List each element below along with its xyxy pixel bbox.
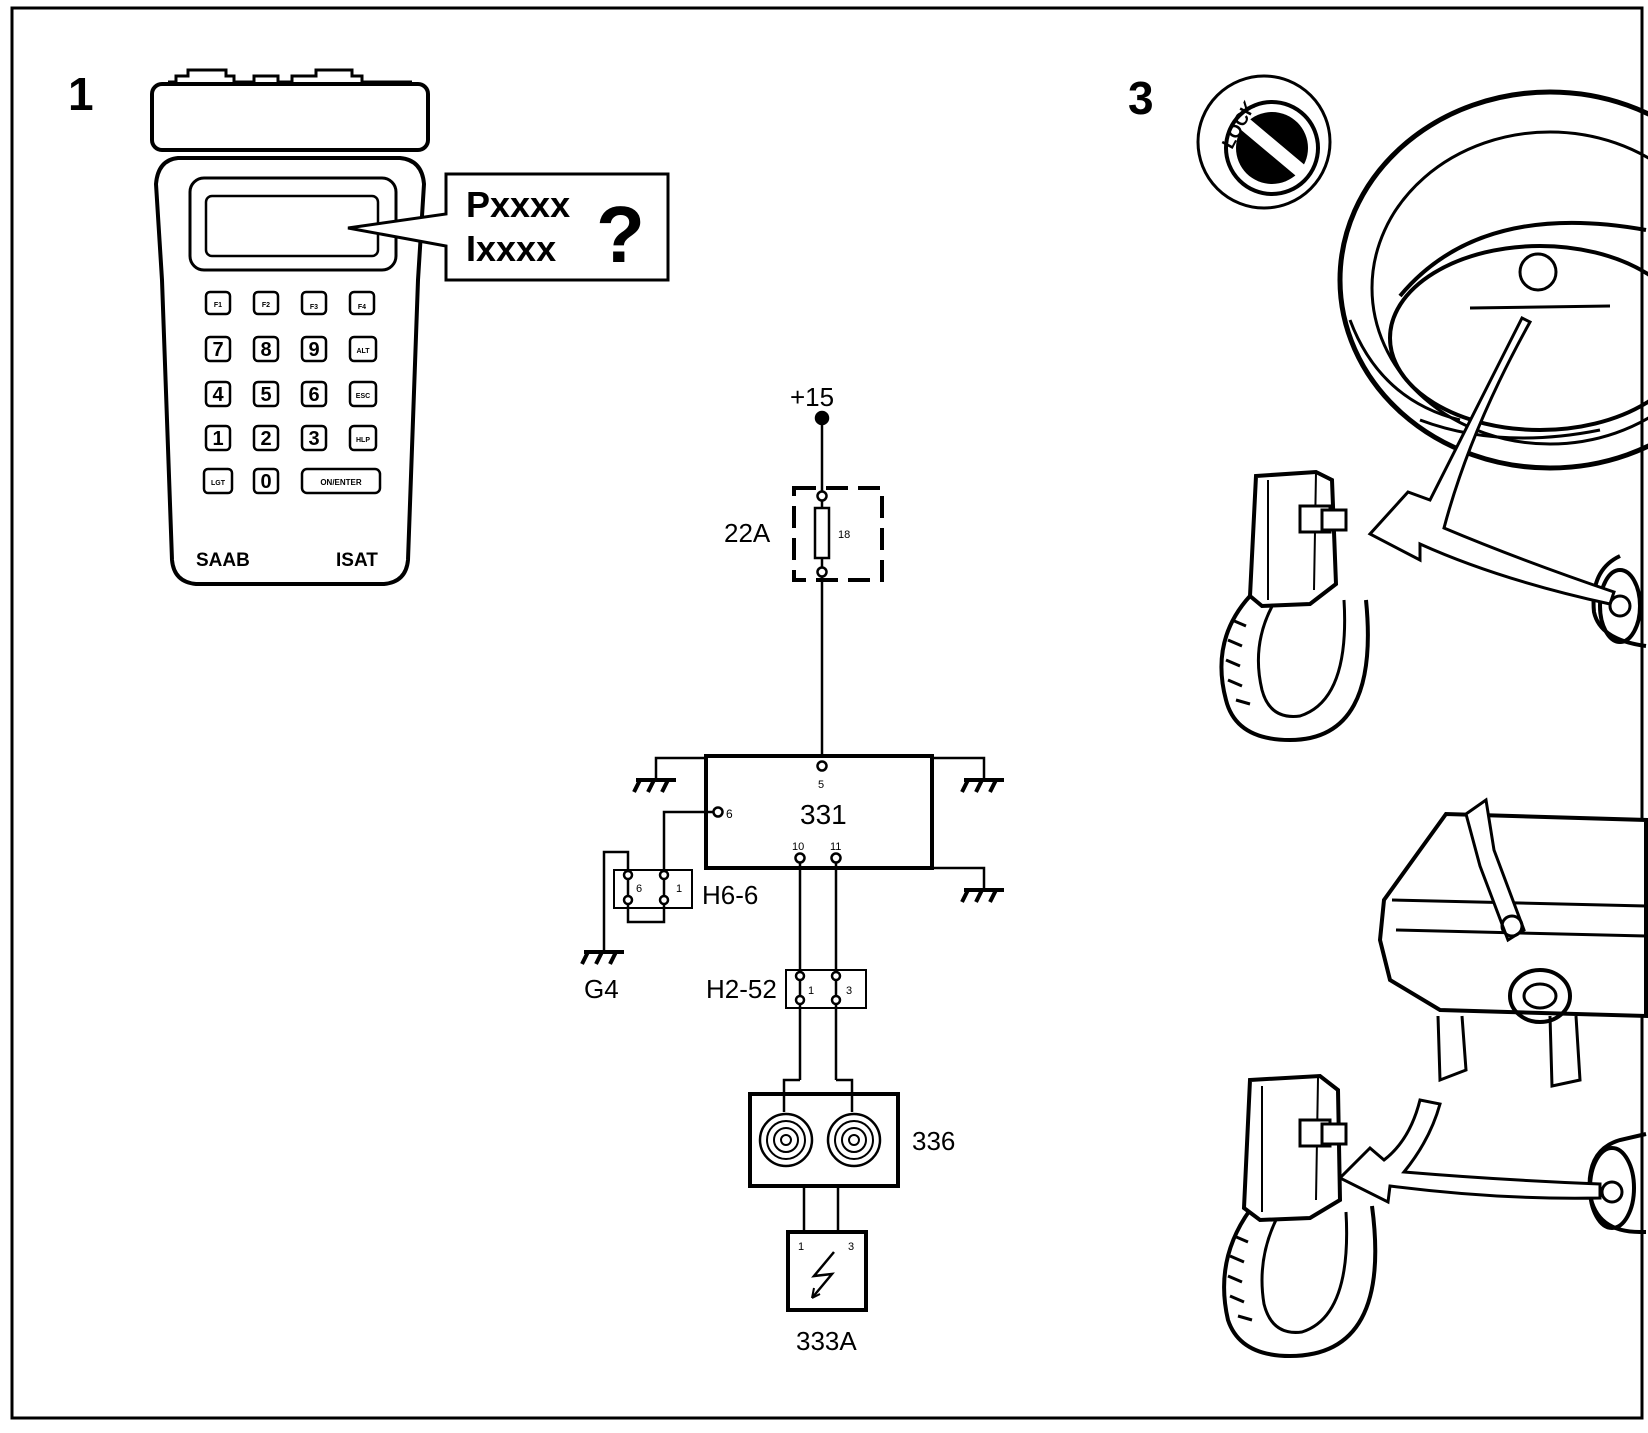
module-label: 331 — [800, 799, 847, 830]
key-f3-label: F3 — [310, 304, 318, 311]
key-f2 — [252, 290, 280, 316]
key-2-label: 2 — [260, 428, 271, 450]
display-code-p: Pxxxx — [466, 184, 570, 225]
key-alt-label: ALT — [356, 348, 370, 355]
key-4 — [204, 380, 232, 408]
key-7-label: 7 — [212, 339, 223, 361]
key-6 — [300, 380, 328, 408]
ground-label: G4 — [584, 974, 619, 1004]
key-esc-label: ESC — [356, 393, 370, 400]
key-8-label: 8 — [260, 339, 271, 361]
module-pin-10: 10 — [792, 841, 804, 853]
key-3-label: 3 — [308, 428, 319, 450]
key-7 — [204, 335, 232, 363]
airbag-pin-b: 3 — [848, 1241, 854, 1253]
key-f4 — [348, 290, 376, 316]
key-on-enter — [300, 467, 382, 495]
airbag-module-illustration — [1222, 797, 1648, 1359]
connector-h6-pin-a: 6 — [636, 883, 642, 895]
brand-saab: SAAB — [196, 550, 250, 571]
key-9 — [300, 335, 328, 363]
key-f3 — [300, 290, 328, 316]
connector-pins — [168, 68, 412, 84]
key-4-label: 4 — [212, 384, 224, 406]
ground-symbols — [580, 778, 1004, 965]
fuse-number: 18 — [838, 529, 850, 541]
steering-wheel-illustration — [1219, 89, 1648, 743]
module-pin-5: 5 — [818, 779, 824, 791]
connector-h2-pin-b: 3 — [846, 985, 852, 997]
supply-label: +15 — [790, 382, 834, 412]
module-pin-11: 11 — [830, 841, 841, 853]
key-lgt-label: LGT — [211, 480, 226, 487]
key-9-label: 9 — [308, 339, 319, 361]
tool-connector-head — [150, 82, 430, 152]
key-on-enter-label: ON/ENTER — [320, 478, 362, 487]
airbag-label: 333A — [796, 1326, 857, 1356]
key-5-label: 5 — [260, 384, 271, 406]
clockspring-336 — [748, 1092, 900, 1188]
key-0 — [252, 467, 280, 495]
key-f2-label: F2 — [262, 302, 270, 309]
key-3 — [300, 424, 328, 452]
key-5 — [252, 380, 280, 408]
key-f1 — [204, 290, 232, 316]
page-frame — [10, 6, 1644, 1420]
key-8 — [252, 335, 280, 363]
key-alt — [348, 335, 378, 363]
key-2 — [252, 424, 280, 452]
display-callout: Pxxxx Ixxxx ? — [347, 172, 670, 282]
display-code-i: Ixxxx — [466, 228, 556, 269]
key-1 — [204, 424, 232, 452]
fuse-label: 22A — [724, 518, 771, 548]
connector-h2-label: H2-52 — [706, 974, 777, 1004]
isat-diagnostic-tool: F1 F2 F3 F4 7 8 9 ALT 4 5 6 ESC 1 2 3 HL… — [150, 68, 430, 586]
ignition-lock-icon: LOCK — [1196, 74, 1332, 210]
step-number-3: 3 — [1128, 72, 1154, 124]
connector-h6-label: H6-6 — [702, 880, 758, 910]
fuse-box-22a — [792, 486, 884, 582]
connector-h2-pin-a: 1 — [808, 985, 814, 997]
key-esc — [348, 380, 378, 408]
key-f1-label: F1 — [214, 302, 222, 309]
key-lgt — [202, 467, 234, 495]
key-hlp — [348, 424, 378, 452]
airbag-333a — [786, 1230, 868, 1312]
key-6-label: 6 — [308, 384, 319, 406]
module-pin-6: 6 — [726, 807, 733, 821]
key-hlp-label: HLP — [356, 437, 370, 444]
brand-isat: ISAT — [336, 550, 378, 571]
key-f4-label: F4 — [358, 304, 366, 311]
step-number-1: 1 — [68, 68, 94, 120]
key-1-label: 1 — [212, 428, 223, 450]
wiring-schematic — [602, 410, 986, 1312]
airbag-pin-a: 1 — [798, 1241, 804, 1253]
key-0-label: 0 — [260, 471, 271, 493]
question-mark: ? — [596, 190, 645, 279]
clockspring-label: 336 — [912, 1126, 955, 1156]
connector-h6-pin-b: 1 — [676, 883, 682, 895]
